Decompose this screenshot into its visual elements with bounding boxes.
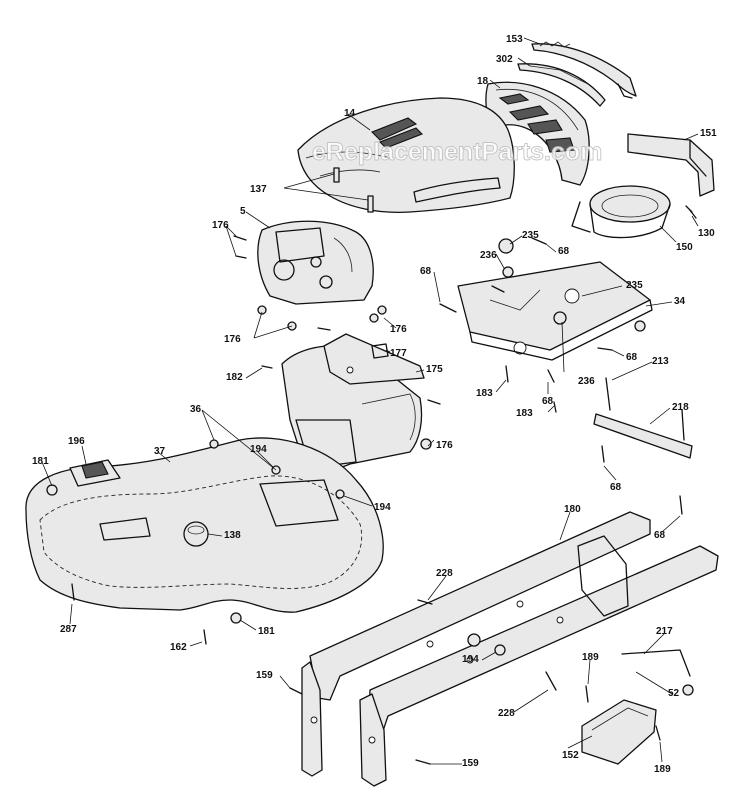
callout-194-a[interactable]: 194	[250, 444, 267, 455]
callout-162[interactable]: 162	[170, 642, 187, 653]
callout-labels: 153 302 18 14 151 137 5 176 235 130 150 …	[32, 34, 717, 775]
callout-14[interactable]: 14	[344, 108, 356, 119]
watermark-text: eReplacementParts.com	[312, 138, 602, 166]
callout-68-e[interactable]: 68	[610, 482, 622, 493]
callout-176-a[interactable]: 176	[212, 220, 229, 231]
part-180-frame[interactable]	[301, 511, 719, 787]
callout-180[interactable]: 180	[564, 504, 581, 515]
callout-138[interactable]: 138	[224, 530, 241, 541]
part-175-bracket[interactable]	[323, 333, 425, 385]
callout-151[interactable]: 151	[700, 128, 717, 139]
callout-152[interactable]: 152	[562, 750, 579, 761]
hardware	[46, 235, 694, 765]
part-137-pins[interactable]	[333, 167, 374, 213]
callout-137[interactable]: 137	[250, 184, 267, 195]
callout-183-a[interactable]: 183	[476, 388, 493, 399]
callout-159-b[interactable]: 159	[462, 758, 479, 769]
callout-175[interactable]: 175	[426, 364, 443, 375]
callout-176-c[interactable]: 176	[224, 334, 241, 345]
callout-177[interactable]: 177	[390, 348, 407, 359]
part-218-bracket[interactable]	[593, 413, 693, 459]
callout-36[interactable]: 36	[190, 404, 202, 415]
callout-18[interactable]: 18	[477, 76, 489, 87]
callout-287[interactable]: 287	[60, 624, 77, 635]
callout-228-a[interactable]: 228	[436, 568, 453, 579]
part-130-screw[interactable]	[685, 205, 697, 219]
callout-181-b[interactable]: 181	[258, 626, 275, 637]
leader-lines	[41, 37, 699, 765]
callout-194-b[interactable]: 194	[374, 502, 391, 513]
callout-37[interactable]: 37	[154, 446, 166, 457]
callout-130[interactable]: 130	[698, 228, 715, 239]
part-5-dashboard-console[interactable]	[257, 220, 374, 305]
part-196-fender-cap[interactable]	[69, 459, 121, 487]
callout-196[interactable]: 196	[68, 436, 85, 447]
callout-68-d[interactable]: 68	[542, 396, 554, 407]
callout-150[interactable]: 150	[676, 242, 693, 253]
callout-235-b[interactable]: 235	[626, 280, 643, 291]
part-18-grille[interactable]	[485, 81, 590, 186]
callout-5[interactable]: 5	[240, 206, 246, 217]
part-213-bolt[interactable]	[605, 377, 611, 411]
callout-159-a[interactable]: 159	[256, 670, 273, 681]
callout-34[interactable]: 34	[674, 296, 686, 307]
part-37-fender[interactable]	[25, 437, 384, 613]
callout-68-c[interactable]: 68	[626, 352, 638, 363]
callout-68-f[interactable]: 68	[654, 530, 666, 541]
part-150-headlight-bucket[interactable]	[571, 185, 671, 239]
callout-189-b[interactable]: 189	[654, 764, 671, 775]
callout-181-a[interactable]: 181	[32, 456, 49, 467]
callout-189-a[interactable]: 189	[582, 652, 599, 663]
callout-52[interactable]: 52	[668, 688, 680, 699]
callout-182[interactable]: 182	[226, 372, 243, 383]
part-14-hood[interactable]	[297, 97, 515, 214]
callout-176-b[interactable]: 176	[390, 324, 407, 335]
part-217-rod[interactable]	[621, 649, 691, 677]
callout-176-d[interactable]: 176	[436, 440, 453, 451]
part-302-trim-strip[interactable]	[517, 63, 606, 107]
part-153-trim-strip[interactable]	[531, 41, 637, 99]
callout-68-a[interactable]: 68	[558, 246, 570, 257]
callout-213[interactable]: 213	[652, 356, 669, 367]
callout-302[interactable]: 302	[496, 54, 513, 65]
callout-194-c[interactable]: 194	[462, 654, 479, 665]
callout-68-b[interactable]: 68	[420, 266, 432, 277]
callout-218[interactable]: 218	[672, 402, 689, 413]
part-152-shield[interactable]	[581, 699, 657, 765]
callout-228-b[interactable]: 228	[498, 708, 515, 719]
callout-183-b[interactable]: 183	[516, 408, 533, 419]
callout-236-b[interactable]: 236	[578, 376, 595, 387]
callout-236-a[interactable]: 236	[480, 250, 497, 261]
callout-153[interactable]: 153	[506, 34, 523, 45]
part-151-bracket[interactable]	[627, 133, 715, 197]
callout-235-a[interactable]: 235	[522, 230, 539, 241]
callout-217[interactable]: 217	[656, 626, 673, 637]
part-34-chassis-plate[interactable]	[457, 261, 653, 361]
part-177-clip[interactable]	[371, 343, 389, 359]
